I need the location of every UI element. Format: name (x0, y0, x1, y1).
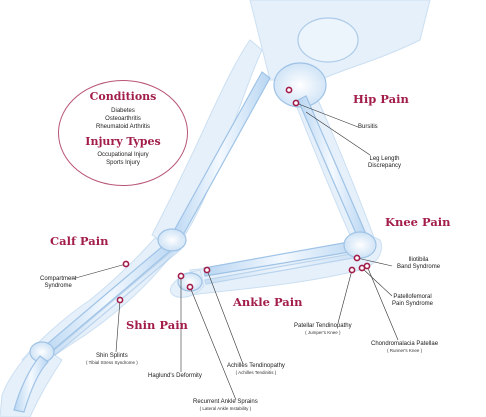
achilles-line-1: Achilles Tendinopathy (227, 363, 285, 369)
shin-pain-heading: Shin Pain (126, 318, 188, 332)
recurrent-label: Recurrent Ankle Sprains ( Lateral Ankle … (193, 399, 258, 412)
patellar-line-2: ( Jumper's Knee ) (305, 330, 341, 335)
patellar-label: Patellar Tendinopathy ( Jumper's Knee ) (294, 323, 352, 336)
ankle-point-3 (186, 283, 194, 291)
injury-item: Sports Injury (106, 160, 140, 166)
chondromalacia-line-2: ( Runner's Knee ) (386, 348, 423, 353)
pain-points (116, 86, 371, 304)
hip-point-2 (285, 86, 293, 94)
achilles-line-2: ( Achilles Tendinitis ) (235, 370, 277, 375)
patellar-line-1: Patellar Tendinopathy (294, 323, 352, 329)
leg-length-line-1: Leg Length (369, 156, 400, 162)
chondromalacia-label: Chondromalacia Patellae ( Runner's Knee … (371, 341, 438, 354)
calf-pain-heading: Calf Pain (50, 234, 109, 248)
hip-point-1 (292, 99, 300, 107)
recurrent-line-1: Recurrent Ankle Sprains (193, 399, 258, 405)
calf-point (122, 260, 130, 268)
condition-item: Osteoarthritis (105, 116, 141, 122)
patellofemoral-line-2: Pain Syndrome (392, 301, 434, 307)
shin-splints-line-1: Shin Splints (96, 353, 128, 359)
bones (13, 17, 377, 413)
compartment-line-2: Syndrome (44, 283, 72, 289)
iliotibial-line-2: Band Syndrome (397, 264, 441, 270)
injury-types-heading: Injury Types (85, 135, 161, 148)
injury-item: Occupational Injury (97, 152, 149, 158)
conditions-circle: Conditions Diabetes Osteoarthritis Rheum… (58, 80, 188, 186)
bursitis-label: Bursitis (358, 124, 378, 130)
recurrent-line-2: ( Lateral Ankle Instability ) (199, 406, 252, 411)
haglund-label: Haglund's Deformity (148, 373, 202, 379)
body-silhouette (0, 0, 431, 417)
knee-pain-heading: Knee Pain (385, 215, 451, 229)
compartment-label: Compartment Syndrome (40, 276, 76, 290)
iliotibial-line-1: Iliotibila (408, 257, 429, 263)
conditions-heading: Conditions (89, 90, 157, 103)
patellofemoral-line-1: Patellofemoral (393, 294, 432, 300)
compartment-line-1: Compartment (40, 276, 77, 282)
condition-item: Rheumatoid Arthritis (95, 124, 151, 130)
ankle-pain-heading: Ankle Pain (233, 295, 303, 309)
leader-lines (71, 102, 399, 401)
hip-pain-heading: Hip Pain (353, 92, 409, 106)
ankle-point-2 (177, 272, 185, 280)
patellofemoral-label: Patellofemoral Pain Syndrome (392, 294, 433, 308)
knee-point-1 (353, 254, 361, 262)
ankle-point-1 (203, 266, 211, 274)
leg-length-label: Leg Length Discrepancy (368, 156, 401, 170)
shin-splints-line-2: ( Tibial Stress Syndrome ) (86, 360, 138, 365)
achilles-label: Achilles Tendinopathy ( Achilles Tendini… (227, 363, 285, 376)
leg-length-line-2: Discrepancy (368, 163, 402, 169)
knee-point-4 (363, 262, 371, 270)
shin-splints-label: Shin Splints ( Tibial Stress Syndrome ) (86, 353, 138, 366)
condition-item: Diabetes (111, 108, 135, 114)
chondromalacia-line-1: Chondromalacia Patellae (371, 341, 439, 347)
knee-point-3 (348, 266, 356, 274)
shin-point (116, 296, 124, 304)
iliotibial-label: Iliotibila Band Syndrome (397, 257, 440, 271)
